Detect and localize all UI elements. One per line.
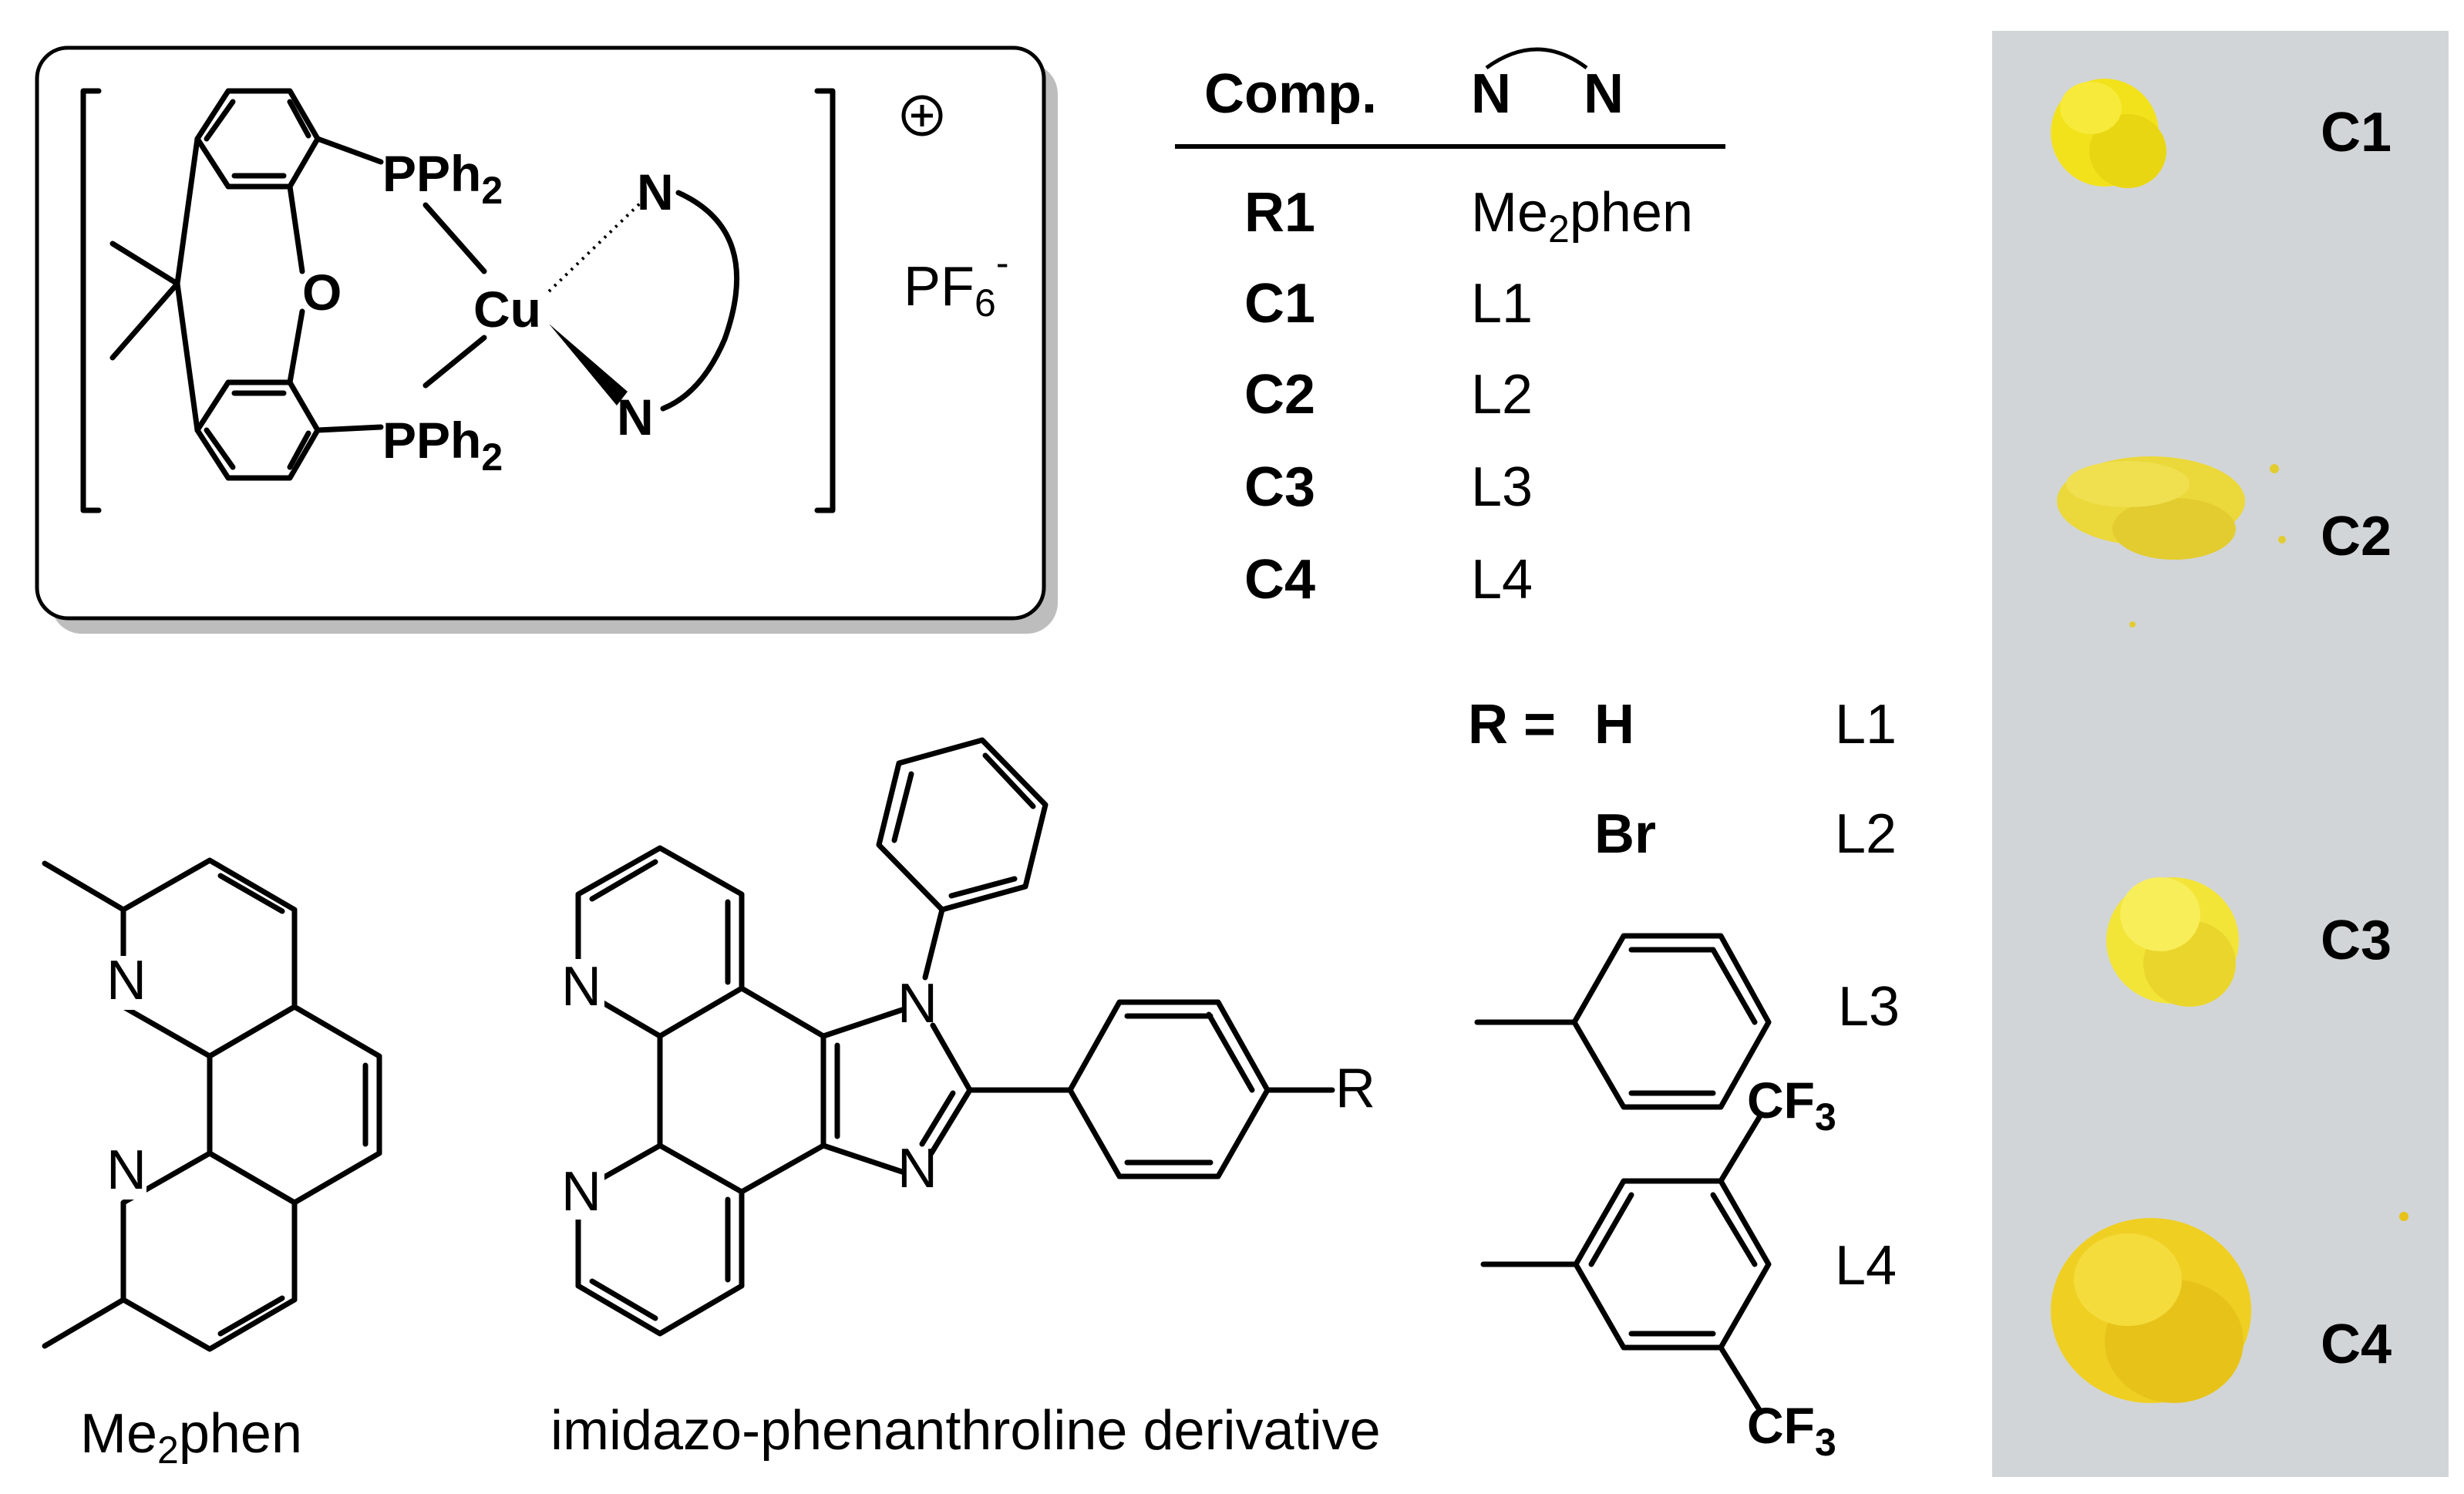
table-row-comp: C3	[1244, 456, 1315, 518]
positive-charge-icon	[901, 95, 943, 136]
r-group-label: R	[1335, 1058, 1375, 1119]
table-row-ligand: L4	[1471, 549, 1533, 611]
imidazo-caption: imidazo-phenanthroline derivative	[550, 1400, 1381, 1462]
cf3-bottom-label: CF3	[1747, 1397, 1836, 1464]
table-header-ligand-n-left: N	[1471, 63, 1511, 125]
powder-sample-c1	[2051, 79, 2166, 188]
substituent-l2: L2	[1835, 803, 1897, 865]
table-row-comp: C2	[1244, 364, 1315, 426]
table-row-ligand: L2	[1471, 364, 1533, 426]
r-equals-label: R =	[1468, 694, 1556, 755]
complex-structure-panel: PPh2 PPh2 O Cu N N PF6-	[35, 45, 1058, 634]
pph2-bottom-label: PPh2	[382, 412, 503, 479]
chelate-arc-icon	[1485, 47, 1588, 70]
powder-sample-c4	[2051, 1212, 2408, 1403]
substituent-br: Br	[1594, 803, 1656, 865]
imidazo-n-ring: N	[897, 1138, 937, 1200]
table-header-comp: Comp.	[1204, 63, 1377, 125]
imidazo-n-phenyl: N	[897, 973, 937, 1035]
me2phen-caption: Me2phen	[80, 1403, 302, 1472]
substituent-l4: L4	[1835, 1235, 1897, 1297]
table-row-ligand: L1	[1471, 273, 1533, 335]
imidazo-n-top-pyridine: N	[561, 956, 601, 1018]
powder-sample-c3	[2106, 877, 2239, 1007]
photo-label-c3: C3	[2321, 910, 2392, 971]
photo-label-c2: C2	[2321, 506, 2392, 567]
table-row-ligand: L3	[1471, 456, 1533, 518]
substituent-panel: R = H L1 Br L2 L3 CF3 CF3 L4	[1468, 694, 1900, 1464]
cf3-top-label: CF3	[1747, 1072, 1836, 1139]
table-row-ligand: Me2phen	[1471, 182, 1693, 251]
me2phen-n-top: N	[106, 950, 146, 1011]
pph2-top-label: PPh2	[382, 145, 503, 212]
oxygen-atom: O	[302, 264, 342, 321]
me2phen-structure: N N Me2phen	[42, 857, 382, 1472]
copper-atom: Cu	[473, 281, 541, 338]
me2phen-n-bottom: N	[106, 1139, 146, 1201]
photo-label-c1: C1	[2321, 102, 2392, 163]
photo-label-c4: C4	[2321, 1314, 2392, 1375]
counterion-label: PF6-	[904, 241, 1008, 325]
imidazo-phenanthroline-structure: N N N N R imidazo-phenanthroline derivat…	[550, 737, 1381, 1462]
table-row-comp: C1	[1244, 273, 1315, 335]
table-header-ligand-n-right: N	[1584, 63, 1624, 125]
powder-photo-panel: C1 C2 C3 C4	[1992, 31, 2449, 1477]
nitrogen-bottom-atom: N	[617, 389, 654, 446]
substituent-l1: L1	[1835, 694, 1897, 755]
powder-sample-c2	[2057, 456, 2286, 628]
compound-table: Comp. N N R1 Me2phen C1 L1 C2 L2 C3 L3 C…	[1175, 47, 1725, 611]
table-row-comp: C4	[1244, 549, 1315, 611]
substituent-h: H	[1594, 694, 1634, 755]
nitrogen-top-atom: N	[637, 163, 674, 220]
imidazo-n-bottom-pyridine: N	[561, 1161, 601, 1223]
substituent-l3: L3	[1838, 976, 1900, 1038]
table-row-comp: R1	[1244, 182, 1315, 244]
